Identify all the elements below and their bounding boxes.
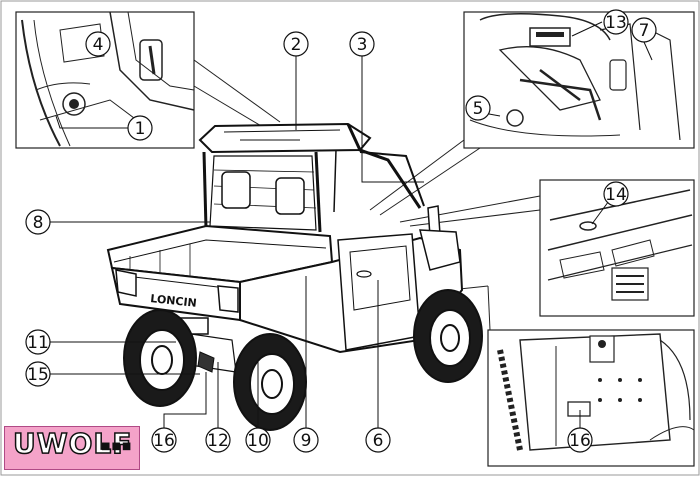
uwolf-logo: UWOLF ■■■: [4, 426, 140, 470]
callout-11: 11: [25, 329, 51, 355]
logo-text: UWOLF: [12, 427, 133, 460]
svg-text:16: 16: [153, 431, 175, 451]
svg-text:6: 6: [373, 431, 384, 451]
leader-lines: [50, 21, 653, 428]
callout-5: 5: [465, 95, 491, 121]
callout-2: 2: [283, 31, 309, 57]
callout-7: 7: [631, 17, 657, 43]
callout-16-left: 16: [151, 427, 177, 453]
svg-text:13: 13: [605, 13, 627, 33]
callout-10: 10: [245, 427, 271, 453]
svg-text:16: 16: [569, 431, 591, 451]
svg-text:3: 3: [357, 35, 368, 55]
callout-15: 15: [25, 361, 51, 387]
utv-vehicle: [106, 122, 464, 373]
svg-text:10: 10: [247, 431, 269, 451]
callout-3: 3: [349, 31, 375, 57]
callout-13: 13: [603, 9, 629, 35]
callout-6: 6: [365, 427, 391, 453]
svg-text:12: 12: [207, 431, 229, 451]
callout-4: 4: [85, 31, 111, 57]
callout-16-right: 16: [567, 427, 593, 453]
svg-text:5: 5: [473, 99, 484, 119]
svg-text:8: 8: [33, 213, 44, 233]
svg-text:15: 15: [27, 365, 49, 385]
callout-circles: 1 2 3 4 5 6 7 8 9 10 11 12 13 14 15 16 1…: [25, 9, 657, 453]
callout-12: 12: [205, 427, 231, 453]
svg-text:4: 4: [93, 35, 104, 55]
svg-text:11: 11: [27, 333, 49, 353]
svg-text:1: 1: [135, 119, 146, 139]
svg-text:9: 9: [301, 431, 312, 451]
svg-text:2: 2: [291, 35, 302, 55]
callout-1: 1: [127, 115, 153, 141]
callout-14: 14: [603, 181, 629, 207]
callout-9: 9: [293, 427, 319, 453]
callout-8: 8: [25, 209, 51, 235]
svg-text:7: 7: [639, 21, 650, 41]
wheels: [123, 289, 483, 431]
vehicle-brand-label: LONCIN: [150, 292, 198, 310]
svg-text:14: 14: [605, 185, 627, 205]
logo-dots: ■■■: [101, 441, 133, 452]
